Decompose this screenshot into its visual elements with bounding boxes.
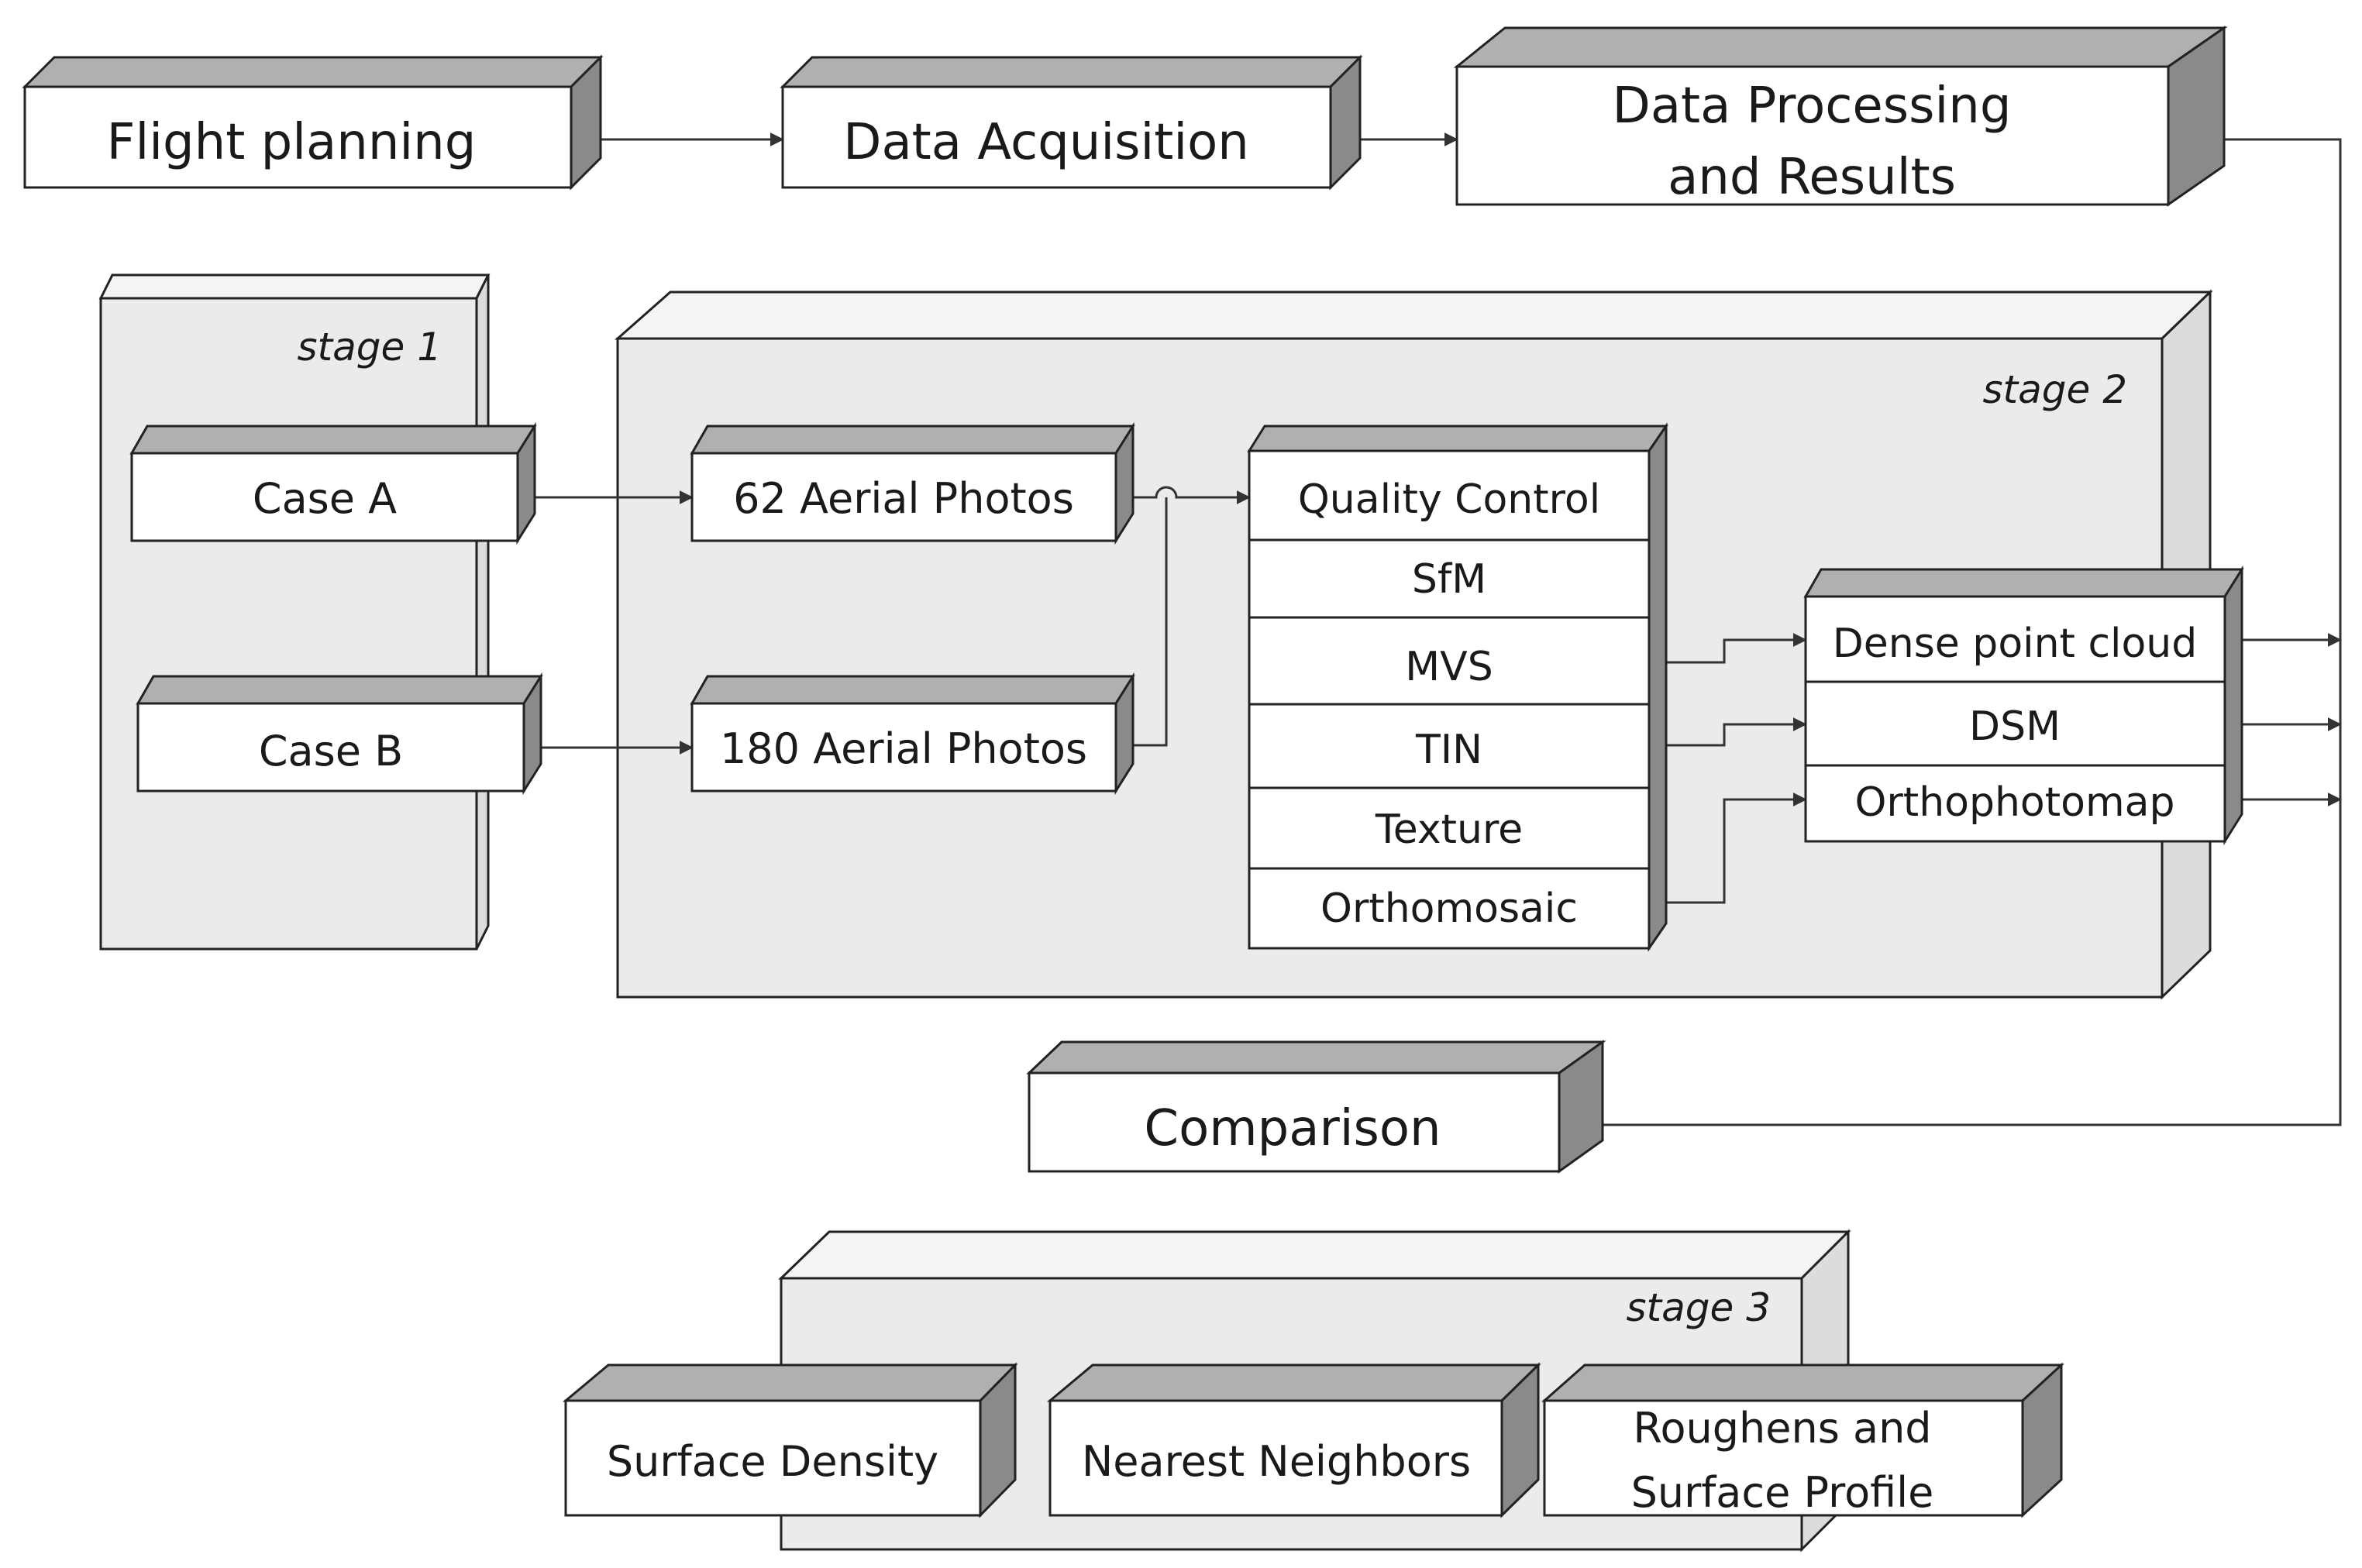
product-label: DSM [1969, 703, 2061, 750]
pipeline-step-label: Texture [1375, 806, 1523, 853]
surface-density-box: Surface Density [562, 1362, 1018, 1518]
arrow-ortho-to-orthophoto [1658, 793, 1807, 904]
arrow-processing-to-comparison [1579, 138, 2342, 1132]
nearest-neighbors-box: Nearest Neighbors [1046, 1362, 1541, 1518]
data-processing-label-line1: Data Processing [1613, 77, 2012, 135]
case-a-label: Case A [253, 474, 397, 523]
case-a-box: Case A [129, 421, 537, 545]
stage3-label: stage 3 [1627, 1285, 1772, 1330]
flight-planning-box: Flight planning [22, 54, 604, 191]
stage2-label: stage 2 [1983, 367, 2128, 412]
pipeline-step-label: Quality Control [1298, 476, 1600, 523]
pipeline-step-label: SfM [1412, 556, 1486, 603]
arrow-62-to-qc [1116, 486, 1251, 504]
flight-planning-label: Flight planning [107, 114, 477, 171]
data-acquisition-box: Data Acquisition [780, 54, 1363, 191]
arrow-mvs-to-dense [1658, 633, 1807, 664]
data-acquisition-label: Data Acquisition [843, 114, 1249, 171]
pipeline-step-label: TIN [1415, 727, 1482, 773]
pipeline-step [1248, 867, 1651, 950]
stage1-label: stage 1 [298, 325, 442, 370]
data-processing-box: Data Processing and Results [1453, 26, 2228, 207]
product-label: Orthophotomap [1855, 779, 2175, 826]
nearest-neighbors-label: Nearest Neighbors [1082, 1437, 1471, 1486]
pipeline-step [1248, 449, 1651, 542]
case-b-label: Case B [259, 727, 403, 775]
arrow-tin-to-dsm [1658, 717, 1807, 747]
product-item [1804, 764, 2226, 843]
product-item [1804, 595, 2226, 683]
pipeline-stack: Quality Control SfM MVS TIN Texture Orth… [1247, 422, 1668, 952]
photos-62-label: 62 Aerial Photos [733, 474, 1074, 523]
roughness-label-line1: Roughens and [1633, 1404, 1931, 1453]
photos-180-label: 180 Aerial Photos [720, 724, 1087, 773]
product-item [1804, 680, 2226, 767]
roughness-label-line2: Surface Profile [1631, 1468, 1934, 1517]
comparison-box: Comparison [1026, 1040, 1606, 1174]
surface-density-label: Surface Density [607, 1437, 938, 1486]
roughness-box: Roughens and Surface Profile [1541, 1362, 2064, 1518]
pipeline-step-label: Orthomosaic [1320, 885, 1578, 932]
products-stack: Dense point cloud DSM Orthophotomap [1803, 565, 2244, 846]
pipeline-step [1248, 538, 1651, 619]
case-b-box: Case B [136, 672, 543, 796]
pipeline-step [1248, 786, 1651, 870]
product-label: Dense point cloud [1833, 621, 2198, 667]
data-processing-label-line2: and Results [1668, 149, 1956, 206]
photos-180-box: 180 Aerial Photos [690, 672, 1135, 796]
photos-62-box: 62 Aerial Photos [690, 421, 1135, 545]
pipeline-step-label: MVS [1405, 644, 1493, 690]
stage1-panel: stage 1 [98, 273, 491, 951]
connectors [535, 132, 2342, 1132]
pipeline-step [1248, 616, 1651, 706]
comparison-label: Comparison [1144, 1100, 1441, 1157]
